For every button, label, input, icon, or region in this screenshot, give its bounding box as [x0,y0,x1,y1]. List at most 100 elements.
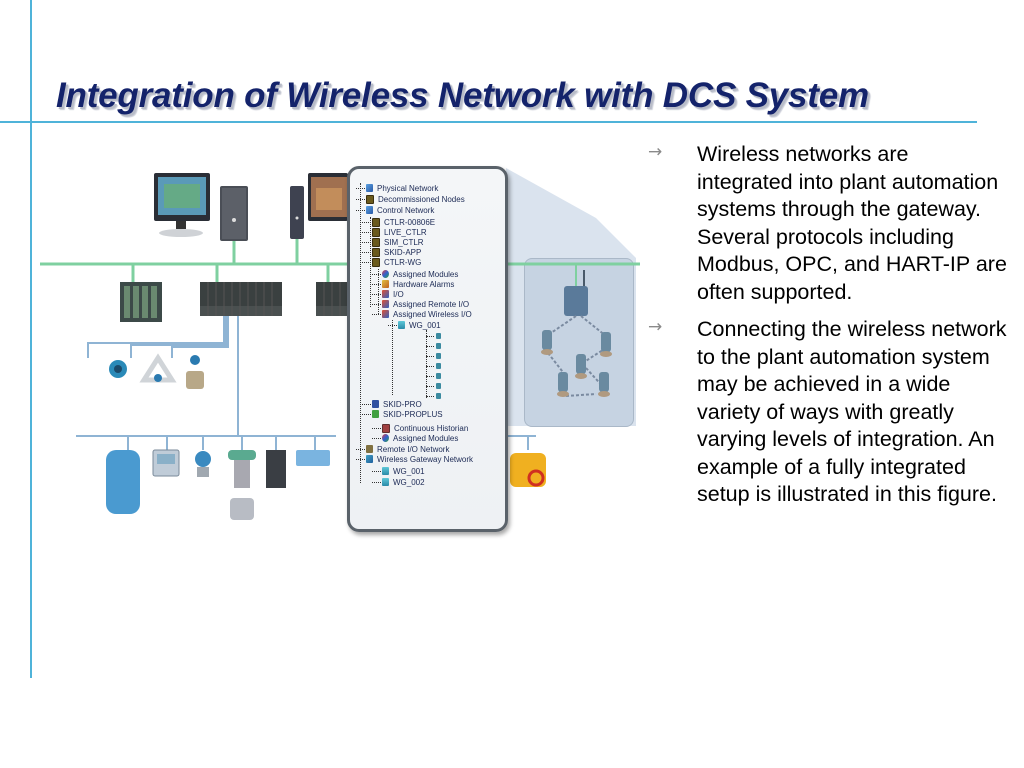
tree-item-label: Physical Network [377,183,439,193]
tree-item-label: SKID-PRO [383,399,422,409]
tree-connector [372,314,381,315]
tree-connector [362,222,371,223]
tree-item-label: Assigned Remote I/O [393,299,470,309]
remote-io-icon [366,445,373,453]
tree-connector [372,294,381,295]
io-rack [120,282,162,322]
slide-title: Integration of Wireless Network with DCS… [56,76,869,115]
slide-horizontal-rule [0,121,977,123]
tree-connector [360,183,361,483]
alarm-icon [382,280,389,288]
tree-item-label: Continuous Historian [394,423,469,433]
tree-item[interactable]: Wireless Gateway Network [366,454,473,464]
electric-actuator-icon [510,453,546,487]
tree-item[interactable]: Physical Network [366,183,438,193]
tree-connector [372,482,381,483]
actuator-icon [106,450,140,514]
tree-connector [362,262,371,263]
tree-item[interactable]: CTLR-WG [372,257,421,267]
tree-item-label: Control Network [377,205,435,215]
arrow-right-icon: → [648,317,663,337]
tree-connector [426,356,434,357]
modules-icon [382,270,389,278]
wireless-device-icon [436,353,441,359]
modules-icon [382,434,389,442]
tree-item[interactable]: Assigned Wireless I/O [382,309,472,319]
controller-icon [372,237,380,247]
field-instruments-hart [109,353,204,389]
tree-item[interactable]: I/O [382,289,404,299]
wireless-transmitter-icon [542,330,552,350]
tree-item-label: Wireless Gateway Network [377,454,474,464]
display-unit-icon [296,450,330,466]
fieldbus-devices [106,449,330,520]
tree-connector [372,438,381,439]
tree-item-label: CTLR-WG [384,257,422,267]
tree-connector [426,386,434,387]
controller-icon [372,227,380,237]
slide-vertical-rule [30,0,32,678]
tree-item-label: LIVE_CTLR [384,227,427,237]
tree-item-label: Hardware Alarms [393,279,455,289]
network-icon [366,184,373,192]
tree-item[interactable]: Control Network [366,205,434,215]
tree-connector [362,252,371,253]
tree-connector [362,242,371,243]
wireless-device-icon [436,363,441,369]
wireless-transmitter-icon [558,372,568,392]
tree-item[interactable]: LIVE_CTLR [372,227,427,237]
workstation-2 [290,173,348,264]
skid-icon [372,410,379,418]
tree-connector [426,366,434,367]
tree-connector [372,284,381,285]
tree-item[interactable]: SKID-APP [372,247,421,257]
tree-connector [426,396,434,397]
wireless-transmitter-icon [576,354,586,374]
gateway-icon [564,286,588,316]
wireless-devices [541,330,612,397]
tree-item[interactable]: Remote I/O Network [366,444,449,454]
wireless-gateway [564,270,588,316]
io-module-icon [266,450,286,488]
wireless-device-icon [436,393,441,399]
tree-item[interactable]: WG_001 [398,320,441,330]
bullet-text: Connecting the wireless network to the p… [697,317,1007,506]
tree-item[interactable]: Continuous Historian [382,423,468,433]
tree-item-label: SKID-APP [384,247,422,257]
tree-connector [372,304,381,305]
tree-connector [426,330,427,398]
tree-item-label: Assigned Wireless I/O [393,309,472,319]
tree-connector [370,217,371,307]
tree-item[interactable]: Assigned Modules [382,433,458,443]
tree-item[interactable]: Assigned Remote I/O [382,299,469,309]
tree-item[interactable]: CTLR-00806E [372,217,435,227]
tree-item[interactable]: WG_001 [382,466,425,476]
bullet-item: → Connecting the wireless network to the… [648,316,1008,509]
tree-item[interactable]: SKID-PROPLUS [372,409,443,419]
tree-item-label: WG_002 [393,477,425,487]
electric-actuator [510,453,546,487]
io-icon [382,310,389,318]
tree-item-label: CTLR-00806E [384,217,436,227]
tree-connector [392,320,393,395]
tree-connector [372,428,381,429]
wireless-transmitter-icon [601,332,611,352]
tree-connector [362,414,371,415]
wireless-mesh-links [547,315,607,397]
skid-icon [372,400,379,408]
tree-item[interactable]: SKID-PRO [372,399,422,409]
tree-item[interactable]: SIM_CTLR [372,237,424,247]
tree-item[interactable]: WG_002 [382,477,425,487]
arrow-right-icon: → [648,142,663,162]
tree-item-label: Remote I/O Network [377,444,450,454]
tree-connector [372,274,381,275]
tree-item-label: WG_001 [409,320,441,330]
tree-item[interactable]: Hardware Alarms [382,279,454,289]
wireless-device-icon [436,333,441,339]
tree-item-label: SKID-PROPLUS [383,409,443,419]
tree-item[interactable]: Decommissioned Nodes [366,194,465,204]
tree-item[interactable]: Assigned Modules [382,269,458,279]
wireless-gateway-icon [382,467,389,475]
